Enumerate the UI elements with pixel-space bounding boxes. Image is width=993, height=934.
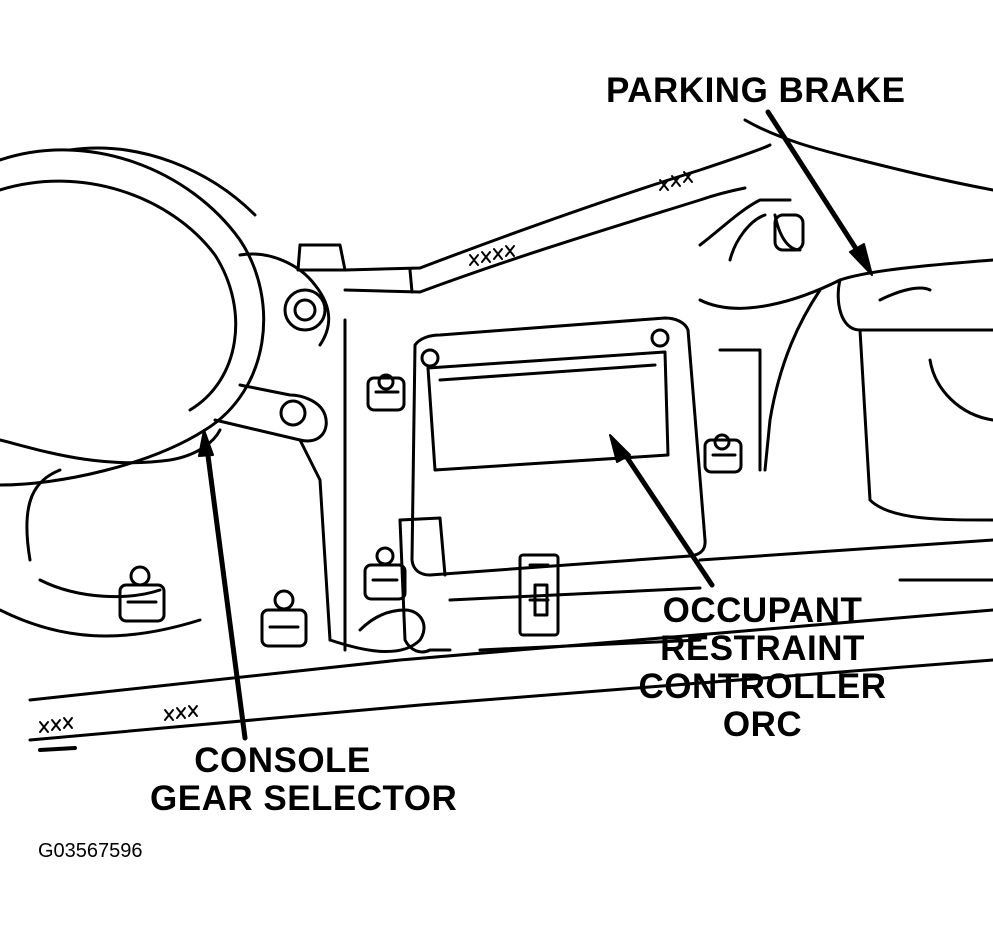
orc-label-line-4: ORC <box>722 705 803 744</box>
parking-brake-assembly <box>698 118 993 522</box>
figure-code: G03567596 <box>38 840 143 862</box>
nut-4 <box>260 589 308 648</box>
nut-1 <box>366 373 406 412</box>
arrow-parking-brake <box>765 109 873 276</box>
nut-3 <box>118 565 166 623</box>
console-label-line-2: GEAR SELECTOR <box>150 779 458 818</box>
nut-5 <box>363 546 407 601</box>
mounting-bracket <box>213 252 347 652</box>
console-label-line-1: CONSOLE <box>194 741 371 780</box>
nut-2 <box>703 433 743 474</box>
floor-pan <box>28 538 993 752</box>
parking-brake-label: PARKING BRAKE <box>606 71 906 110</box>
console-gear-selector-label: CONSOLE GEAR SELECTOR <box>150 741 458 818</box>
orc-label-line-2: RESTRAINT <box>660 629 865 668</box>
console-gear-selector-housing <box>0 146 266 638</box>
orc-label: OCCUPANT RESTRAINT CONTROLLER ORC <box>625 592 900 744</box>
arrow-console-gear-selector <box>198 429 248 741</box>
arrow-orc <box>609 434 715 588</box>
wire-mark-2 <box>469 245 515 266</box>
wiring-harness <box>296 143 772 294</box>
wire-mark-4 <box>39 717 73 733</box>
orc-module <box>398 316 707 654</box>
mounting-nuts <box>118 373 743 648</box>
orc-label-line-3: CONTROLLER <box>638 667 887 706</box>
leader-arrows <box>198 109 873 741</box>
wire-marks <box>39 171 693 733</box>
wire-mark-1 <box>659 171 693 191</box>
wire-mark-3 <box>164 705 198 721</box>
orc-label-line-1: OCCUPANT <box>662 591 863 630</box>
